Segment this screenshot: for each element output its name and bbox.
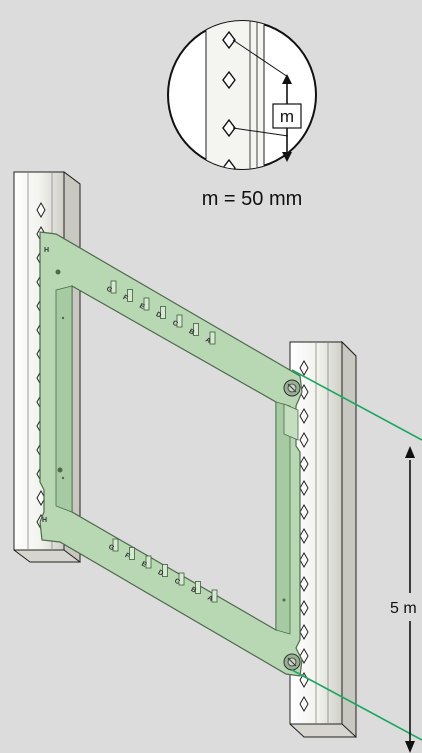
- spacing-dimension: [405, 446, 415, 753]
- rail-slot-hole: [299, 551, 309, 569]
- bracket-clip-letter: B: [190, 586, 198, 595]
- bracket-clip: [143, 297, 150, 311]
- guide-line-bottom: [291, 669, 422, 741]
- bracket-clip-letter: D: [157, 569, 165, 578]
- bracket-clip-letter: C: [173, 578, 181, 587]
- rail-slot-hole: [299, 407, 309, 425]
- bracket-clip: [176, 314, 183, 328]
- bracket-clip: [178, 572, 185, 586]
- bracket-clip-letter: A: [204, 337, 212, 346]
- rail-slot-hole: [36, 201, 46, 219]
- bracket-clip-letter: E: [140, 561, 148, 570]
- top-right-screw: [283, 379, 301, 397]
- detail-zoom: m: [167, 20, 317, 170]
- rail-slot-hole: [299, 431, 309, 449]
- bracket-clip-letter: G: [107, 544, 116, 553]
- rail-slot-hole: [299, 455, 309, 473]
- bracket-clip-letter: C: [171, 320, 179, 329]
- detail-rail: [205, 21, 265, 169]
- bracket-clip: [110, 280, 117, 294]
- bracket-clip: [160, 306, 166, 319]
- bracket-clip-letter: B: [188, 328, 196, 337]
- detail-marker-label: m: [280, 107, 294, 126]
- bracket-clip-letter: G: [105, 286, 114, 295]
- left-bottom-letter: H: [42, 517, 47, 524]
- detail-caption: m = 50 mm: [202, 188, 303, 210]
- detail-marker-box: [272, 103, 302, 129]
- rail-slot-hole: [299, 695, 309, 713]
- rail-slot-hole: [299, 575, 309, 593]
- spacing-label: 5 m: [390, 600, 417, 617]
- bracket-clip: [145, 555, 152, 569]
- bracket-clip: [193, 323, 199, 336]
- left-top-letter: H: [44, 247, 49, 254]
- guide-line-top: [291, 369, 422, 441]
- bracket-clip: [112, 538, 119, 552]
- bracket-clip-letter: E: [138, 303, 146, 312]
- bracket-clip: [195, 581, 201, 594]
- bottom-right-screw: [283, 653, 301, 671]
- rail-slot-hole: [299, 359, 309, 377]
- bracket-clip-letter: D: [155, 311, 163, 320]
- rail-slot-hole: [299, 527, 309, 545]
- bracket-clip: [211, 589, 218, 603]
- rail-slot-hole: [299, 599, 309, 617]
- bracket-clip: [127, 289, 133, 302]
- bracket-clip: [162, 564, 168, 577]
- rail-slot-hole: [299, 623, 309, 641]
- detail-leader-bottom: [232, 127, 289, 137]
- bracket-clip: [209, 331, 216, 345]
- detail-leader-top: [232, 39, 289, 78]
- detail-holes: [222, 30, 236, 169]
- detail-dimension-arrow: [282, 74, 292, 162]
- bracket-clip: [129, 547, 135, 560]
- bracket-clip-letter: F: [124, 552, 132, 561]
- rail-slot-hole: [299, 503, 309, 521]
- bracket-clip-letter: F: [122, 294, 130, 303]
- guide-lines: [291, 369, 422, 741]
- bracket-clip-letter: A: [206, 595, 214, 604]
- rail-slot-hole: [299, 479, 309, 497]
